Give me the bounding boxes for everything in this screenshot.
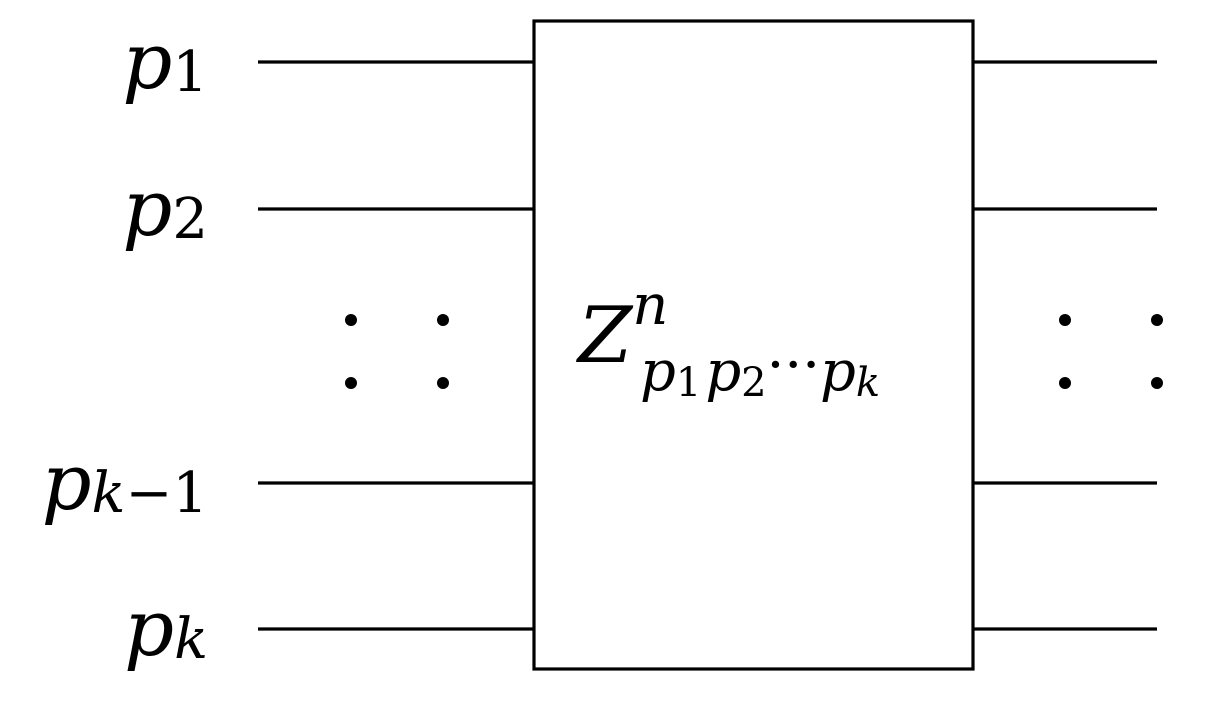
input-label-sub: 2 — [172, 187, 208, 252]
input-label-var: p — [122, 164, 172, 254]
gate-subscript-index: 1 — [676, 360, 701, 406]
input-label-sub: k — [92, 461, 126, 526]
gate-subscript: p1p2···pk — [640, 333, 880, 406]
input-label-pk-minus-1: pk−1 — [42, 438, 208, 528]
gate-subscript-var: p — [640, 339, 676, 404]
ellipsis-dot — [1059, 377, 1071, 389]
input-label-var: p — [42, 438, 92, 528]
gate-box — [532, 19, 975, 671]
input-label-p2: p2 — [122, 164, 208, 254]
gate-symbol: Z — [575, 291, 634, 381]
ellipsis-dot — [1151, 377, 1163, 389]
input-label-sub: k — [174, 607, 208, 672]
ellipsis-dot — [1059, 314, 1071, 326]
input-label-pk: pk — [124, 584, 208, 674]
input-label-sub-num: 1 — [172, 461, 208, 526]
input-label-sub: 1 — [172, 40, 208, 105]
input-label-p1: p1 — [122, 17, 208, 107]
gate-subscript-var: p — [705, 339, 741, 404]
ellipsis-dot — [437, 314, 449, 326]
output-vertical-ellipsis — [1059, 314, 1163, 389]
ellipsis-dot — [437, 377, 449, 389]
gate-subscript-index: 2 — [741, 360, 766, 406]
gate-subscript-var: p — [820, 339, 856, 404]
input-label-var: p — [122, 17, 172, 107]
gate-superscript: n — [632, 273, 668, 338]
gate-subscript-index: k — [856, 360, 880, 406]
gate-subscript-ellipsis: ··· — [767, 333, 820, 398]
ellipsis-dot — [345, 377, 357, 389]
input-label-var: p — [124, 584, 174, 674]
ellipsis-dot — [1151, 314, 1163, 326]
input-label-sub-op: − — [125, 461, 172, 526]
input-vertical-ellipsis — [345, 314, 449, 389]
gate-label: Zn — [575, 273, 668, 381]
ellipsis-dot — [345, 314, 357, 326]
